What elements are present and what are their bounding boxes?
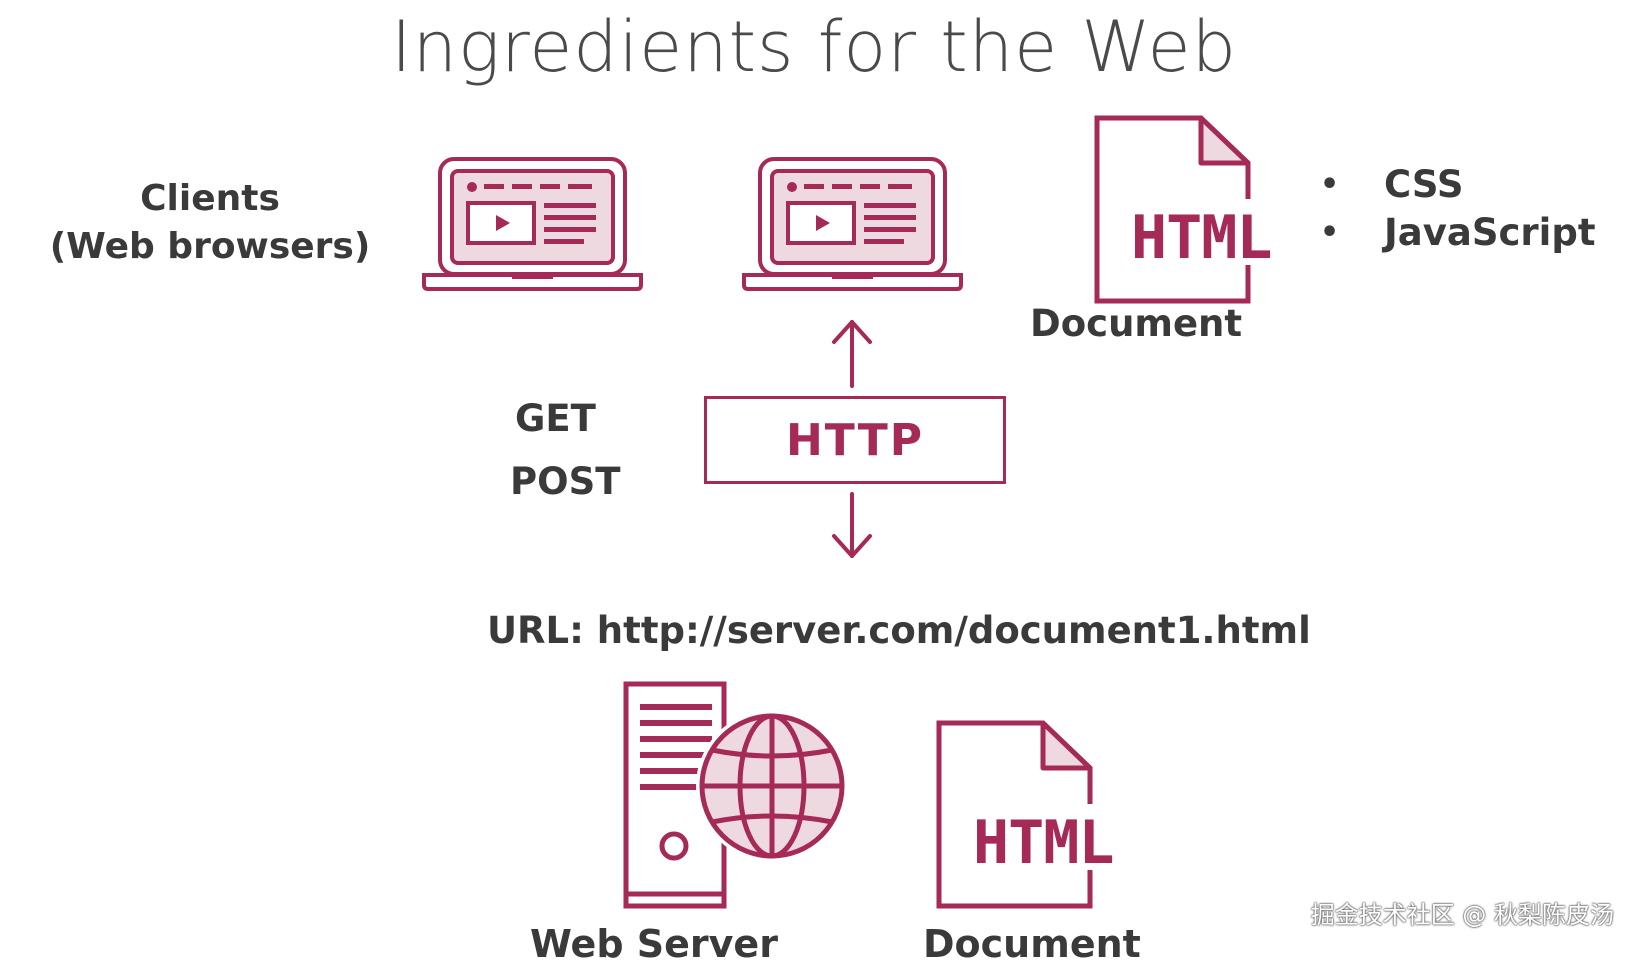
watermark: 掘金技术社区 @ 秋梨陈皮汤 <box>1310 901 1614 929</box>
arrow-up-icon <box>832 320 872 388</box>
document-bullets: • CSS • JavaScript <box>1320 160 1596 256</box>
laptop-icon <box>742 157 963 291</box>
bullet-item-label: JavaScript <box>1384 210 1596 254</box>
bullet-item: • CSS <box>1320 160 1596 208</box>
laptop-icon <box>422 157 643 291</box>
web-server-icon <box>623 681 848 909</box>
web-server-label: Web Server <box>530 922 778 966</box>
method-post-label: POST <box>510 460 621 503</box>
http-label: HTTP <box>785 414 925 466</box>
html-document-icon: HTML <box>936 720 1127 909</box>
arrow-down-icon <box>832 492 872 558</box>
bullet-item: • JavaScript <box>1320 208 1596 256</box>
bullet-icon: • <box>1320 214 1340 250</box>
clients-label: Clients (Web browsers) <box>40 175 380 271</box>
diagram-title: Ingredients for the Web <box>390 6 1238 88</box>
clients-label-line1: Clients <box>140 178 280 219</box>
clients-label-line2: (Web browsers) <box>49 226 371 267</box>
document-label: Document <box>1030 302 1243 345</box>
bullet-icon: • <box>1320 166 1340 202</box>
http-box: HTTP <box>704 396 1006 484</box>
document-label: Document <box>923 922 1141 966</box>
method-get-label: GET <box>515 397 596 440</box>
url-label: URL: http://server.com/document1.html <box>487 609 1311 652</box>
html-document-icon-text: HTML <box>1131 203 1272 273</box>
html-document-icon-text: HTML <box>973 808 1114 878</box>
bullet-item-label: CSS <box>1384 162 1464 206</box>
html-document-icon: HTML <box>1094 115 1285 304</box>
